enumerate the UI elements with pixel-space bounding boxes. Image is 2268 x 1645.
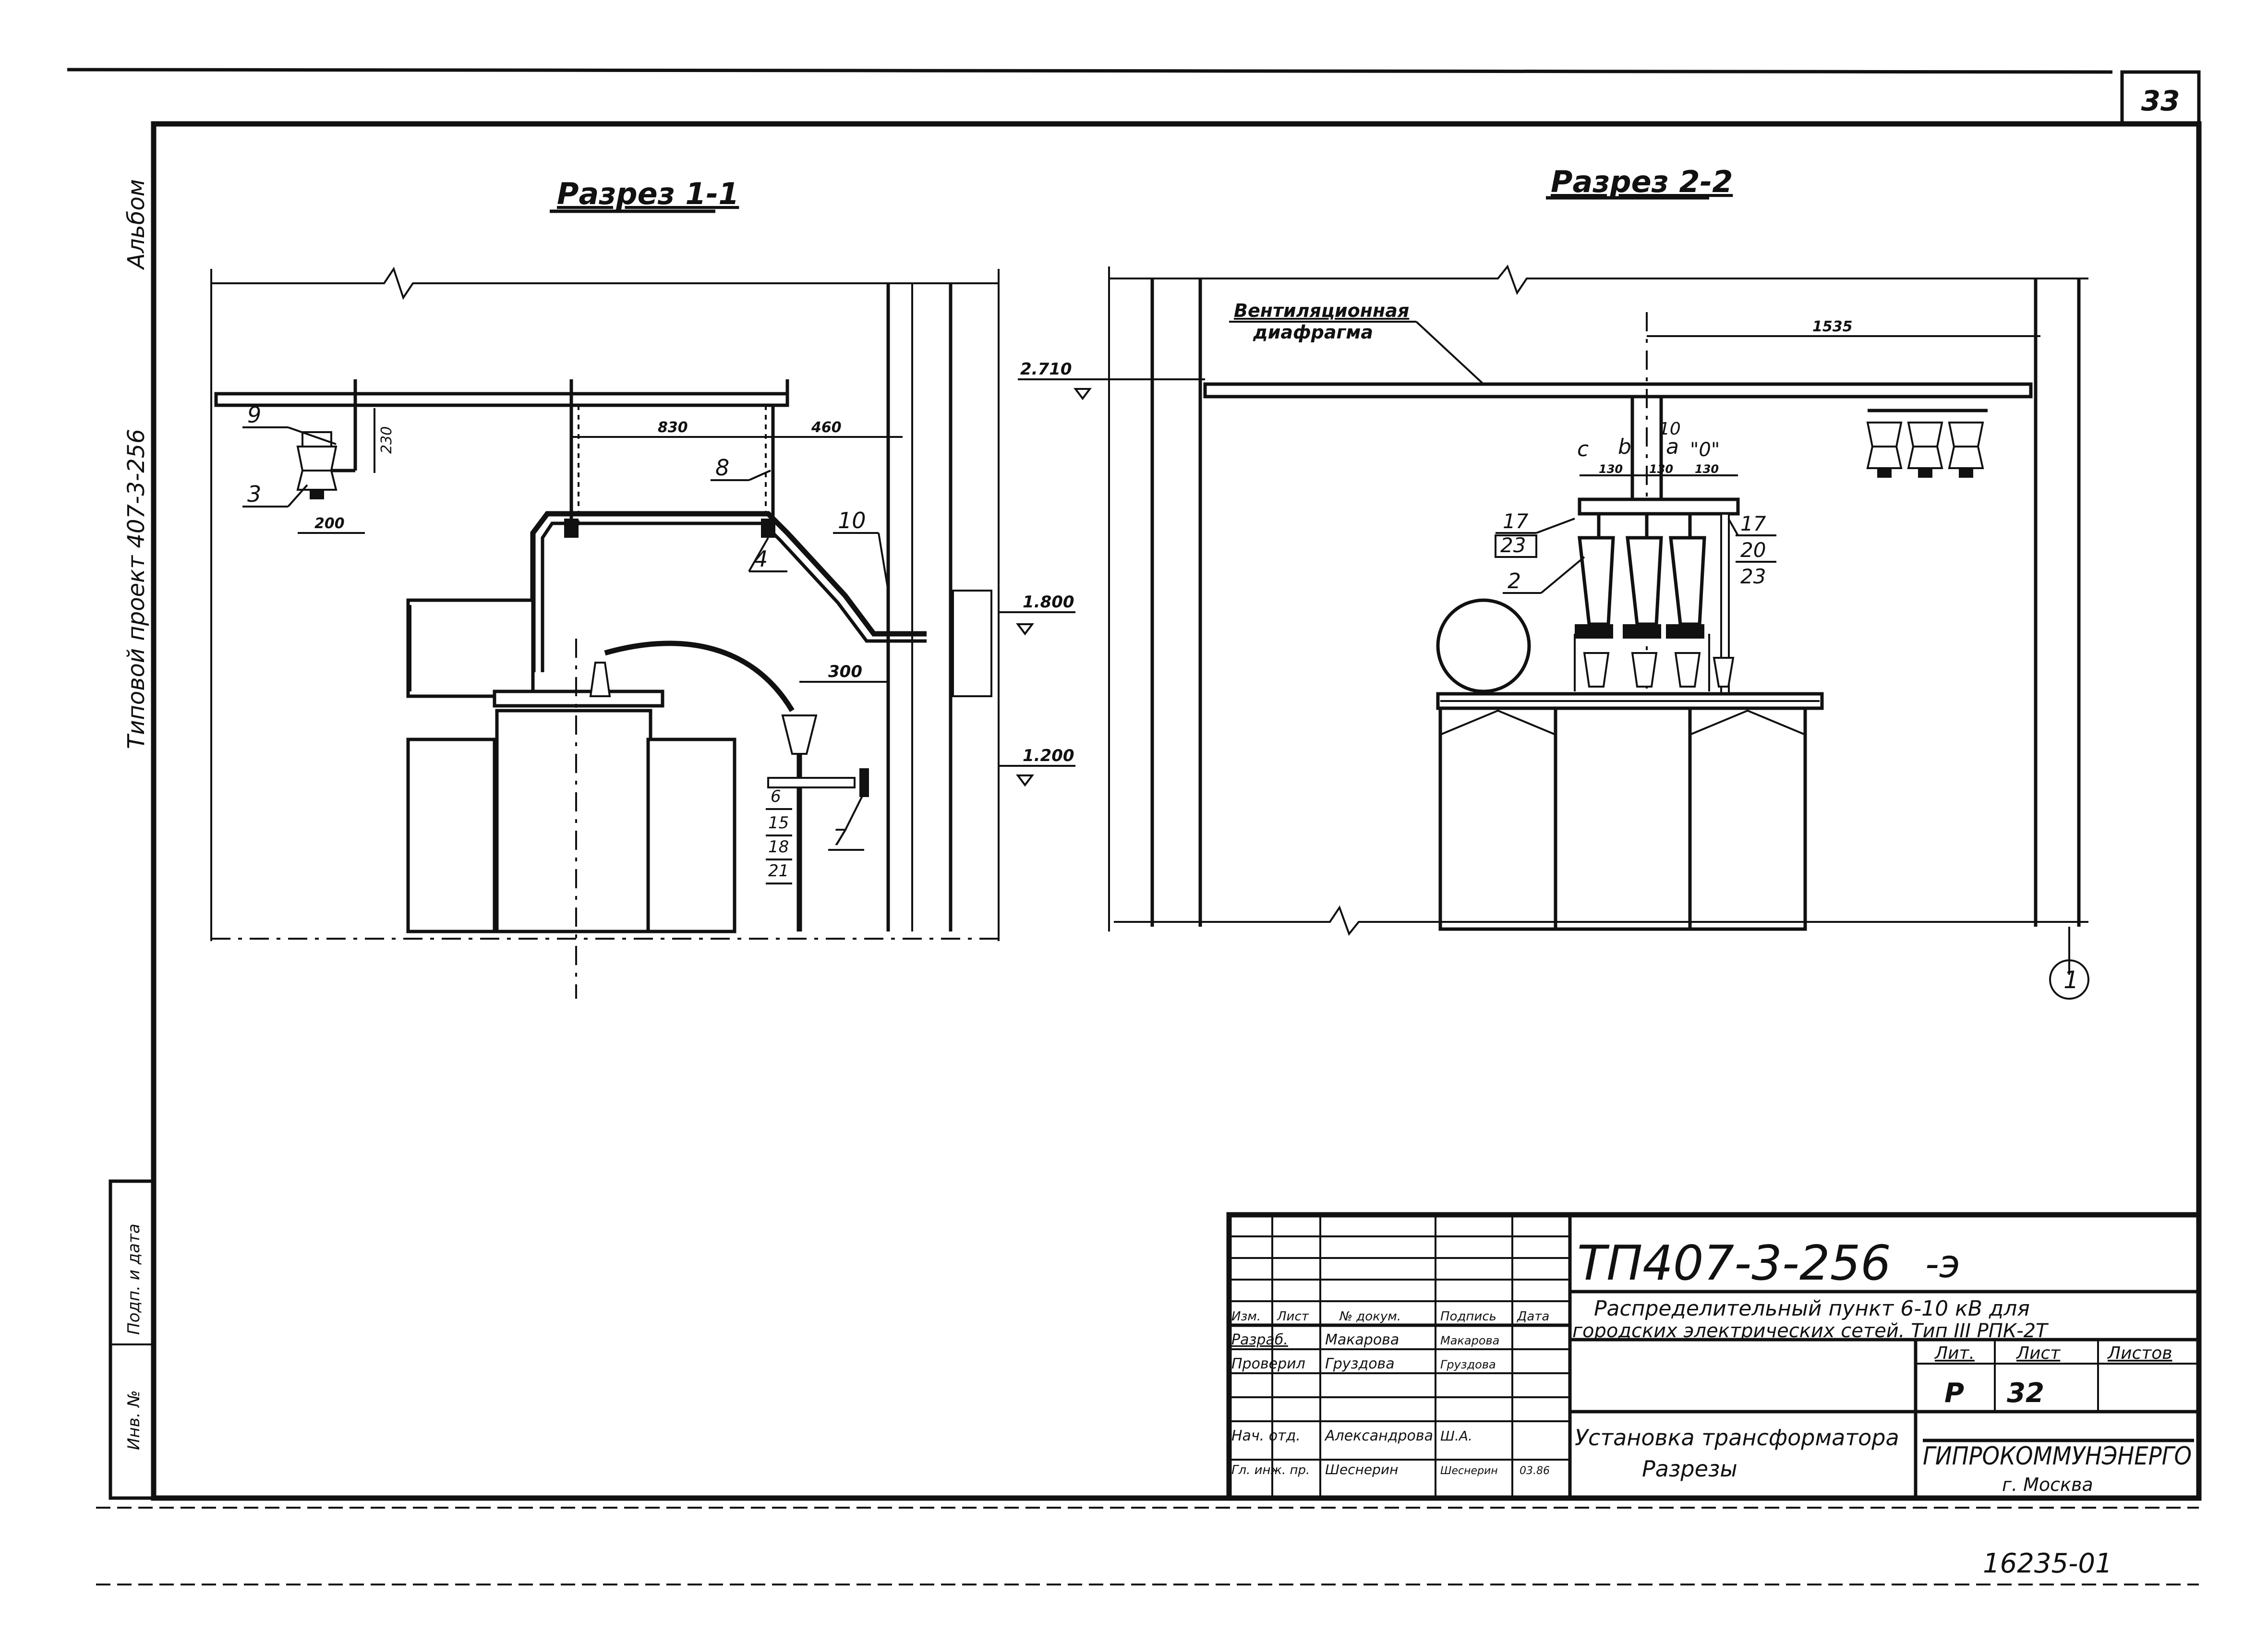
dim-1535: 1535: [1812, 318, 1853, 335]
col-sign: Подпись: [1440, 1309, 1496, 1324]
left-margin: Альбом Типовой проект 407-3-256 Подп. и …: [109, 179, 156, 1500]
sheet-title-1: Установка трансформатора: [1575, 1425, 1899, 1451]
sheet-title-2: Разрезы: [1642, 1456, 1737, 1482]
row-sign-2: Ш.А.: [1440, 1428, 1472, 1444]
current-transformers: [1574, 513, 1735, 697]
section-2-title: Разрез 2-2: [1551, 164, 1733, 199]
row-name-2: Александрова: [1324, 1427, 1433, 1444]
circle-ref-1: 1: [2063, 966, 2079, 994]
row-role-3: Гл. инж. пр.: [1231, 1463, 1310, 1477]
sheet-number: 33: [2141, 85, 2180, 117]
organization: ГИПРОКОММУНЭНЕРГО: [1923, 1442, 2192, 1471]
dim-130-a: 130: [1599, 462, 1623, 476]
dim-130-b: 130: [1649, 462, 1673, 476]
col-list: Лист: [1277, 1309, 1309, 1324]
label-10: 10: [1659, 419, 1681, 439]
row-sign-0: Макарова: [1440, 1334, 1499, 1347]
row-sign-1: Груздова: [1440, 1358, 1496, 1371]
album-label: Альбом: [123, 179, 150, 270]
project-label: Типовой проект 407-3-256: [123, 429, 150, 749]
dim-460: 460: [811, 419, 842, 436]
callout-23-right: 23: [1740, 565, 1766, 588]
dim-830: 830: [658, 419, 688, 436]
level-1800: 1.800: [1023, 593, 1074, 612]
insulator-group-right: [1866, 395, 1988, 478]
callout-10: 10: [838, 508, 866, 533]
row-name-0: Макарова: [1325, 1331, 1399, 1348]
dim-200: 200: [314, 515, 345, 532]
footer-code: 16235-01: [1983, 1548, 2112, 1579]
stage-value: Р: [1944, 1378, 1964, 1409]
sheet-value: 32: [2007, 1378, 2044, 1409]
desc-line-2: городских электрических сетей. Тип III Р…: [1572, 1320, 2049, 1342]
row-name-1: Груздова: [1325, 1355, 1395, 1372]
phase-c: c: [1577, 437, 1589, 461]
level-2710: 2.710: [1020, 360, 1072, 379]
row-role-1: Проверил: [1231, 1355, 1305, 1372]
section-2-2: Разрез 2-2 Вентиляционная диафрагма 1535…: [1018, 164, 2089, 1000]
doc-suffix: -э: [1925, 1242, 1960, 1286]
section-1-title: Разрез 1-1: [557, 176, 739, 211]
callout-7: 7: [833, 824, 847, 850]
desc-line-1: Распределительный пункт 6-10 кВ для: [1594, 1296, 2030, 1321]
row-date-3: 03.86: [1520, 1465, 1550, 1477]
stage-header: Лит.: [1934, 1343, 1975, 1363]
phase-a: a: [1666, 435, 1679, 459]
callout-17-right: 17: [1740, 512, 1766, 535]
sheet-frame: 33: [67, 68, 2202, 1585]
phase-zero: "0": [1690, 439, 1720, 461]
callout-2: 2: [1508, 569, 1521, 593]
dim-130-c: 130: [1695, 462, 1719, 476]
callout-21: 21: [768, 861, 789, 881]
row-role-0: Разраб.: [1231, 1331, 1288, 1348]
callout-3: 3: [247, 481, 261, 507]
sheets-header: Листов: [2107, 1343, 2172, 1363]
doc-code: ТП407-3-256: [1577, 1235, 1891, 1291]
callout-15: 15: [768, 813, 789, 833]
callout-20: 20: [1740, 538, 1766, 562]
row-role-2: Нач. отд.: [1231, 1427, 1301, 1444]
callout-9: 9: [247, 402, 261, 428]
callout-17-left: 17: [1503, 509, 1529, 533]
level-1200: 1.200: [1023, 746, 1074, 765]
phase-b: b: [1618, 435, 1631, 459]
col-date: Дата: [1517, 1309, 1549, 1324]
callout-18: 18: [768, 837, 789, 857]
dim-300: 300: [828, 662, 862, 681]
dim-230: 230: [378, 426, 395, 454]
inv-label: Инв. №: [124, 1390, 144, 1450]
city: г. Москва: [2002, 1474, 2093, 1495]
diaphragm-label-1: Вентиляционная: [1234, 300, 1409, 321]
callout-6: 6: [771, 787, 781, 806]
diaphragm-label-2: диафрагма: [1253, 322, 1373, 343]
row-sign-3: Шеснерин: [1440, 1465, 1498, 1477]
section-1-1: Разрез 1-1: [210, 176, 1075, 999]
col-izm: Изм.: [1231, 1309, 1261, 1324]
sheet-header: Лист: [2015, 1343, 2061, 1363]
callout-23-left: 23: [1500, 533, 1526, 557]
stamp-label: Подп. и дата: [124, 1223, 144, 1335]
col-doc: № докум.: [1339, 1309, 1401, 1324]
title-block: Изм. Лист № докум. Подпись Дата Разраб. …: [1226, 1212, 2202, 1501]
callout-8: 8: [715, 455, 729, 481]
row-name-3: Шеснерин: [1325, 1462, 1398, 1477]
